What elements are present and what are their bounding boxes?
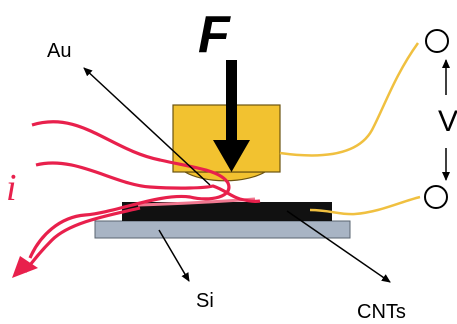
si-leader-line [158, 229, 190, 282]
force-label: F [198, 6, 231, 64]
upper-terminal [425, 29, 449, 53]
cnt-layer [122, 202, 332, 221]
current-wire-tail [23, 206, 141, 273]
current-wire-lower [35, 161, 261, 203]
bottom-wire [309, 195, 421, 216]
force-arrow-head [213, 140, 250, 172]
force-arrow-shaft [226, 60, 237, 145]
au-leader-line [83, 67, 211, 186]
current-label: i [6, 167, 17, 209]
current-arrowhead [12, 256, 38, 278]
current-wire-upper [28, 120, 231, 259]
silicon-substrate [94, 220, 351, 239]
voltage-label: V [438, 105, 457, 138]
silicon-label: Si [196, 290, 214, 312]
gold-label: Au [47, 40, 71, 62]
top-wire [279, 42, 420, 157]
lower-terminal [424, 185, 448, 209]
nanotubes-label: CNTs [357, 301, 406, 323]
cnts-leader-line [286, 210, 391, 283]
